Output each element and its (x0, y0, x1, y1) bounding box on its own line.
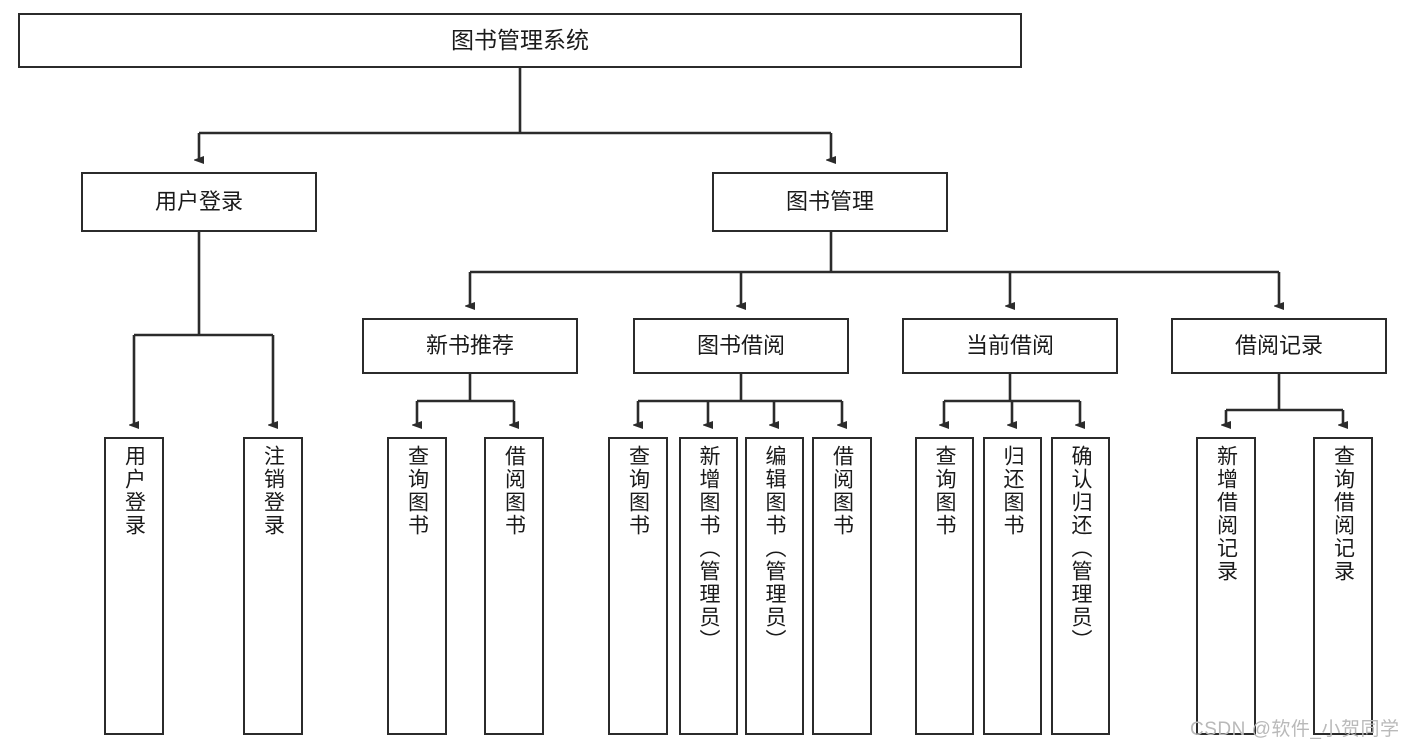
leaf-return-book[interactable]: 归还图书 (983, 437, 1042, 735)
leaf-query-book-1-label: 查询图书 (405, 445, 429, 537)
node-book-management[interactable]: 图书管理 (712, 172, 948, 232)
node-current-borrow[interactable]: 当前借阅 (902, 318, 1118, 374)
node-user-login-label: 用户登录 (154, 188, 243, 214)
leaf-user-login[interactable]: 用户登录 (104, 437, 164, 735)
leaf-borrow-book-2[interactable]: 借阅图书 (812, 437, 872, 735)
csdn-watermark: CSDN @软件_小贺同学 (1190, 719, 1400, 740)
leaf-query-record-label: 查询借阅记录 (1331, 445, 1355, 583)
leaf-confirm-return-label: 确认归还（管理员） (1069, 445, 1092, 652)
leaf-add-record[interactable]: 新增借阅记录 (1196, 437, 1256, 735)
node-new-book-recommend-label: 新书推荐 (425, 332, 514, 358)
leaf-return-book-label: 归还图书 (1001, 445, 1024, 537)
node-borrow-record[interactable]: 借阅记录 (1171, 318, 1387, 374)
node-book-management-label: 图书管理 (785, 188, 874, 214)
leaf-borrow-book-1[interactable]: 借阅图书 (484, 437, 544, 735)
node-borrow-record-label: 借阅记录 (1234, 332, 1323, 358)
leaf-add-book-label: 新增图书（管理员） (697, 445, 720, 652)
leaf-confirm-return[interactable]: 确认归还（管理员） (1051, 437, 1110, 735)
leaf-query-book-3-label: 查询图书 (933, 445, 956, 537)
leaf-add-record-label: 新增借阅记录 (1214, 445, 1238, 583)
node-root[interactable]: 图书管理系统 (18, 13, 1022, 68)
leaf-borrow-book-1-label: 借阅图书 (502, 445, 526, 537)
node-book-borrow-label: 图书借阅 (696, 332, 785, 358)
leaf-query-book-2-label: 查询图书 (626, 445, 650, 537)
node-current-borrow-label: 当前借阅 (965, 332, 1054, 358)
leaf-user-login-label: 用户登录 (122, 445, 146, 537)
node-root-label: 图书管理系统 (451, 26, 589, 53)
leaf-borrow-book-2-label: 借阅图书 (830, 445, 854, 537)
leaf-edit-book[interactable]: 编辑图书（管理员） (745, 437, 804, 735)
leaf-add-book[interactable]: 新增图书（管理员） (679, 437, 738, 735)
leaf-query-book-3[interactable]: 查询图书 (915, 437, 974, 735)
node-user-login[interactable]: 用户登录 (81, 172, 317, 232)
leaf-logout[interactable]: 注销登录 (243, 437, 303, 735)
leaf-query-book-1[interactable]: 查询图书 (387, 437, 447, 735)
leaf-logout-label: 注销登录 (261, 445, 285, 537)
leaf-query-record[interactable]: 查询借阅记录 (1313, 437, 1373, 735)
leaf-edit-book-label: 编辑图书（管理员） (763, 445, 786, 652)
node-new-book-recommend[interactable]: 新书推荐 (362, 318, 578, 374)
leaf-query-book-2[interactable]: 查询图书 (608, 437, 668, 735)
node-book-borrow[interactable]: 图书借阅 (633, 318, 849, 374)
